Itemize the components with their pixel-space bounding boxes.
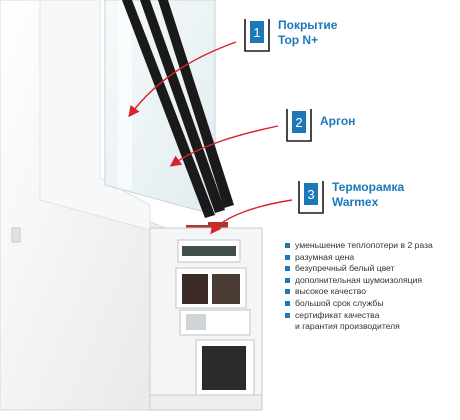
feature-item: дополнительная шумоизоляция: [285, 275, 433, 287]
square-bullet-icon: [285, 289, 290, 295]
square-bullet-icon: [285, 243, 290, 248]
feature-item: безупречный белый цвет: [285, 263, 433, 275]
feature-item: высокое качество: [285, 286, 433, 298]
frame-detail: [11, 227, 21, 243]
badge-number: 1: [253, 25, 260, 40]
callout-label-line: Покрытие: [278, 18, 338, 32]
square-bullet-icon: [285, 254, 290, 260]
feature-item: сертификат качества: [285, 310, 433, 322]
profile-section: [149, 227, 263, 411]
callout-thermal-frame: 3 Терморамка Warmex: [298, 180, 404, 214]
square-bullet-icon: [285, 266, 290, 272]
square-bullet-icon: [285, 277, 290, 283]
feature-text: безупречный белый цвет: [295, 263, 395, 274]
number-badge-icon: 3: [298, 181, 324, 214]
feature-item: большой срок службы: [285, 298, 433, 310]
callout-label-line: Top N+: [278, 33, 319, 47]
feature-text: большой срок службы: [295, 297, 384, 308]
feature-text: разумная цена: [295, 251, 355, 262]
feature-text: высокое качество: [295, 286, 366, 297]
callout-argon: 2 Аргон: [286, 108, 355, 142]
feature-item: и гарантия производителя: [285, 321, 433, 333]
feature-item: разумная цена: [285, 252, 433, 264]
callout-arrows: [128, 41, 293, 235]
feature-text: уменьшение теплопотери в 2 раза: [295, 240, 433, 250]
callout-label-line: Аргон: [320, 114, 356, 128]
feature-text: сертификат качества: [295, 309, 380, 320]
badge-number: 3: [307, 187, 314, 202]
square-bullet-icon: [285, 312, 290, 318]
callout-label-line: Терморамка: [332, 180, 405, 194]
feature-text: дополнительная шумоизоляция: [295, 274, 423, 285]
callout-label: Терморамка Warmex: [332, 180, 404, 210]
feature-text: и гарантия производителя: [295, 321, 400, 332]
number-badge-icon: 2: [286, 109, 312, 142]
glass-gaskets: [122, 0, 234, 218]
callout-coating: 1 Покрытие Top N+: [244, 18, 337, 52]
callout-label-line: Warmex: [332, 195, 379, 209]
square-bullet-icon: [285, 300, 290, 306]
callout-label: Аргон: [320, 108, 355, 129]
callout-label: Покрытие Top N+: [278, 18, 337, 48]
badge-number: 2: [295, 115, 302, 130]
number-badge-icon: 1: [244, 19, 270, 52]
feature-item: уменьшение теплопотери в 2 раза: [285, 240, 433, 252]
